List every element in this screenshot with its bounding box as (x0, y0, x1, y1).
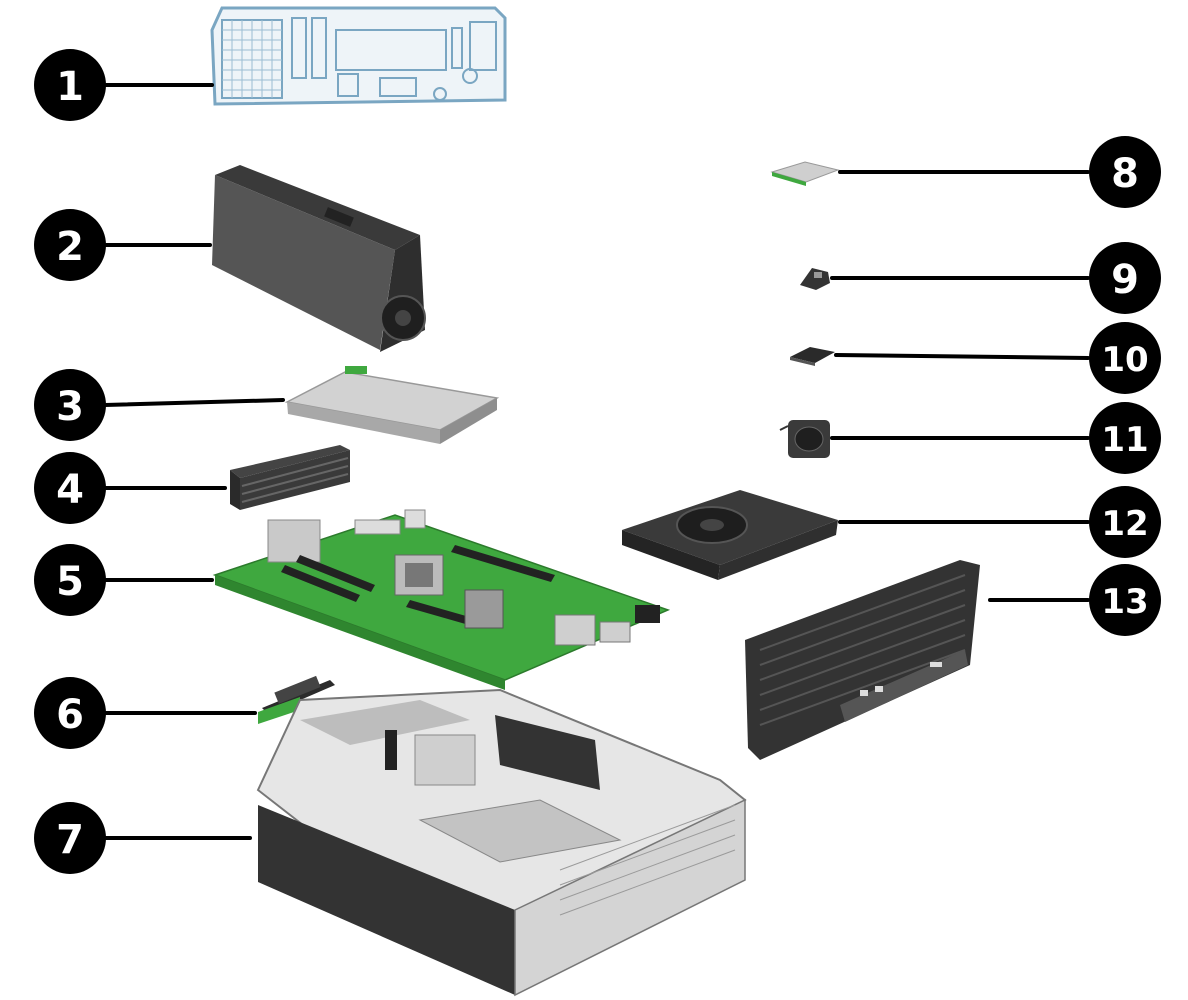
wlan-module-illustration (790, 347, 835, 366)
callout-9: 9 (1089, 242, 1161, 314)
processor-illustration (770, 161, 840, 186)
callout-circle (34, 369, 106, 441)
system-board-illustration (212, 509, 671, 690)
m2-ssd-illustration (258, 675, 335, 724)
callout-2: 2 (34, 209, 106, 281)
callout-number: 10 (1101, 340, 1148, 380)
callout-circle (1089, 564, 1161, 636)
callout-number: 12 (1101, 504, 1148, 544)
front-bezel-illustration (745, 560, 980, 760)
chassis-illustration (256, 688, 747, 997)
callout-circle (1089, 486, 1161, 558)
speaker-illustration (779, 420, 830, 458)
callout-number: 1 (56, 64, 84, 110)
callout-circle (34, 677, 106, 749)
callout-number: 13 (1101, 582, 1148, 622)
callout-5: 5 (34, 544, 106, 616)
callout-number: 8 (1111, 151, 1139, 197)
callout-11: 11 (1089, 402, 1161, 474)
callout-circle (1089, 242, 1161, 314)
io-shield-illustration (210, 6, 507, 106)
leader-line-10 (834, 353, 1090, 360)
callout-number: 6 (56, 692, 84, 738)
callout-8: 8 (1089, 136, 1161, 208)
callout-7: 7 (34, 802, 106, 874)
callout-circle (1089, 136, 1161, 208)
callout-number: 3 (56, 384, 84, 430)
callout-10: 10 (1089, 322, 1161, 394)
callout-4: 4 (34, 452, 106, 524)
callout-circle (1089, 402, 1161, 474)
callout-12: 12 (1089, 486, 1161, 558)
leader-line-3 (103, 398, 285, 407)
callout-number: 7 (56, 817, 84, 863)
memory-modules-illustration (230, 445, 350, 510)
callout-number: 4 (56, 467, 84, 513)
callout-3: 3 (34, 369, 106, 441)
leader-lines (103, 83, 1090, 840)
callout-circle (34, 209, 106, 281)
callout-circle (34, 452, 106, 524)
optical-drive-illustration (284, 366, 500, 444)
callout-13: 13 (1089, 564, 1161, 636)
callout-number: 5 (56, 559, 84, 605)
callout-circle (34, 802, 106, 874)
bracket-illustration (800, 268, 830, 290)
callout-number: 9 (1111, 257, 1139, 303)
callout-circle (1089, 322, 1161, 394)
callout-circle (34, 544, 106, 616)
callout-1: 1 (34, 49, 106, 121)
callout-6: 6 (34, 677, 106, 749)
power-supply-illustration (212, 165, 426, 352)
callout-number: 2 (56, 224, 84, 270)
callout-circle (34, 49, 106, 121)
callout-number: 11 (1101, 420, 1148, 460)
fan-heatsink-illustration (622, 490, 838, 580)
